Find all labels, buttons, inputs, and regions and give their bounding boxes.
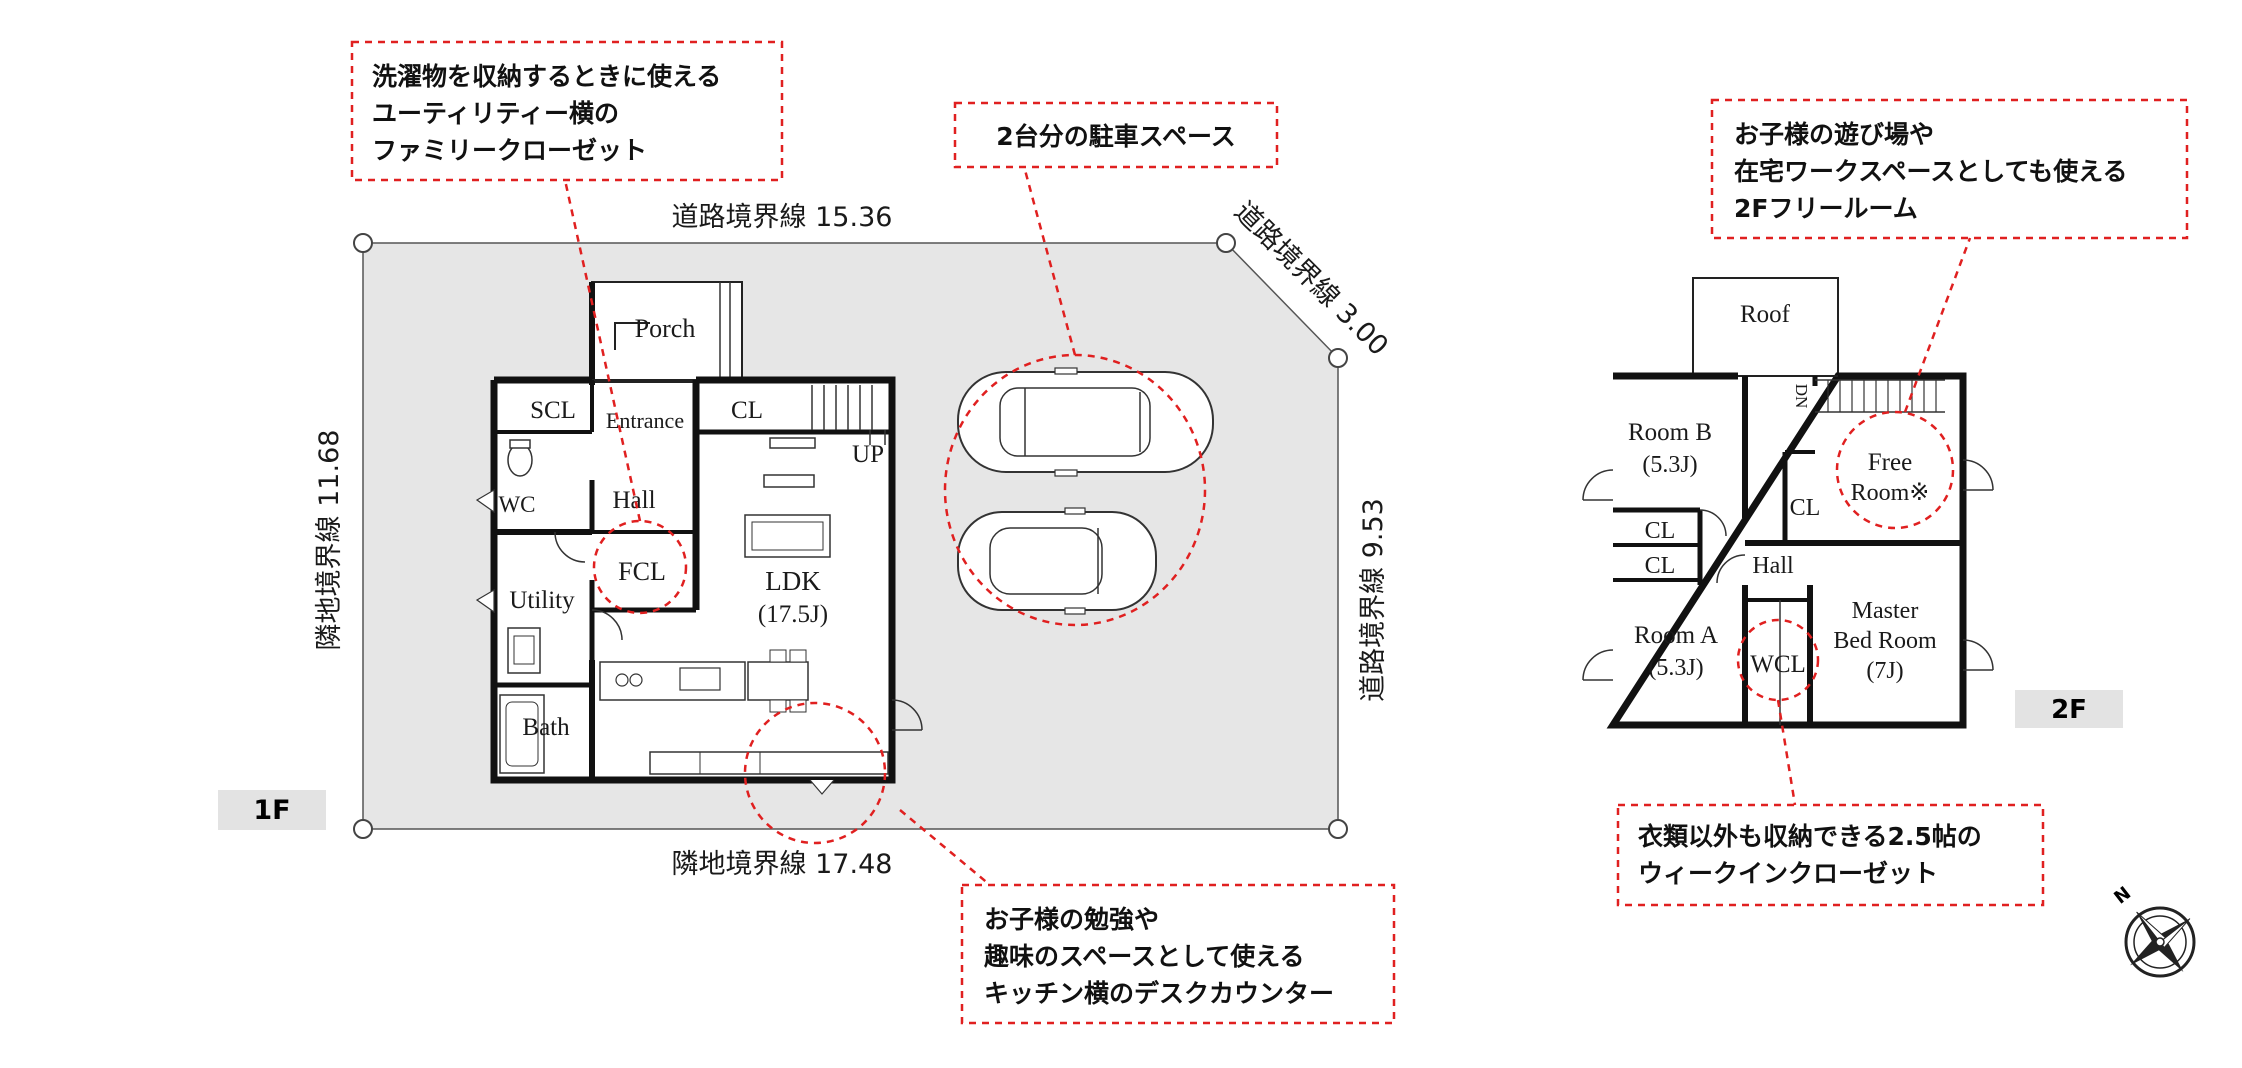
room-a-size: (5.3J) (1648, 655, 1703, 681)
callout-desk-line2: 趣味のスペースとして使える (983, 942, 1305, 971)
boundary-marker (353, 233, 373, 253)
callout-parking-line1: 2台分の駐車スペース (996, 122, 1235, 151)
compass-icon: N (2110, 883, 2196, 978)
callout-parking: 2台分の駐車スペース (953, 101, 1279, 169)
boundary-marker (1328, 819, 1348, 839)
boundary-marker (1216, 233, 1236, 253)
room-b: Room B (1628, 419, 1712, 446)
boundary-bottom-label: 隣地境界線 17.48 (672, 849, 893, 880)
boundary-top-label: 道路境界線 15.36 (672, 202, 893, 233)
room-ldk-size: (17.5J) (758, 601, 828, 628)
room-scl: SCL (530, 397, 576, 424)
room-cl-c: CL (1645, 553, 1676, 579)
desk-highlight-circle (743, 701, 887, 845)
callout-family-closet: 洗濯物を収納するときに使える ユーティリティー横の ファミリークローゼット (350, 40, 784, 182)
room-entrance: Entrance (606, 408, 684, 433)
floor-badge-1f-bg (218, 790, 326, 830)
stairs-2f (1815, 379, 1945, 413)
callout-free-room-line3: 2Fフリールーム (1734, 194, 1918, 223)
house-1f: Porch SCL Entrance CL UP WC Hall FCL Uti… (475, 281, 923, 795)
room-b-size: (5.3J) (1642, 452, 1697, 478)
callout-desk-line1: お子様の勉強や (984, 905, 1159, 934)
callout-wcl-line1: 衣類以外も収納できる2.5帖の (1638, 822, 1982, 851)
room-porch: Porch (635, 314, 696, 343)
stairs-1f (811, 385, 886, 445)
wcl-highlight-circle (1736, 618, 1820, 702)
room-roof: Roof (1740, 301, 1791, 328)
callout-desk-line3: キッチン横のデスクカウンター (984, 979, 1334, 1008)
room-a: Room A (1634, 622, 1718, 649)
car-icon (957, 507, 1157, 615)
room-bath: Bath (522, 714, 570, 741)
room-cl-b: CL (1645, 518, 1676, 544)
boundary-marker (1328, 348, 1348, 368)
room-hall-2f: Hall (1752, 553, 1794, 579)
compass-north-label: N (2110, 883, 2135, 909)
free-room-highlight-circle (1835, 410, 1955, 530)
floor-badge-2f: 2F (2051, 695, 2087, 725)
floor-badge-2f-bg (2015, 690, 2123, 728)
boundary-right-label: 道路境界線 9.53 (1358, 498, 1389, 702)
free-room-line2: Room※ (1851, 480, 1930, 506)
callout-walk-in-closet: 衣類以外も収納できる2.5帖の ウィークインクローゼット (1616, 803, 2045, 907)
callout-free-room: お子様の遊び場や 在宅ワークスペースとしても使える 2Fフリールーム (1710, 98, 2189, 240)
stairs-dn-label: DN (1792, 384, 1811, 409)
callout-markers (563, 169, 1972, 886)
boundary-left-label: 隣地境界線 11.68 (314, 430, 345, 651)
house-2f: Roof (1582, 277, 2123, 729)
room-fcl: FCL (618, 557, 666, 586)
stairs-up-label: UP (852, 441, 884, 468)
fcl-highlight-circle (592, 519, 688, 615)
room-cl-a: CL (1790, 495, 1821, 521)
floor-badge-1f: 1F (253, 795, 290, 826)
room-utility: Utility (509, 587, 575, 614)
master-line1: Master (1852, 598, 1919, 624)
callout-wcl-line2: ウィークインクローゼット (1638, 859, 1938, 888)
free-room-line1: Free (1868, 449, 1912, 476)
car-icon (957, 367, 1214, 477)
parked-cars (957, 367, 1214, 615)
callout-free-room-line2: 在宅ワークスペースとしても使える (1734, 157, 2128, 186)
room-ldk: LDK (765, 566, 821, 596)
room-cl-1f: CL (731, 397, 763, 424)
master-size: (7J) (1866, 658, 1903, 684)
callout-family-closet-line2: ユーティリティー横の (372, 99, 619, 128)
callout-family-closet-line1: 洗濯物を収納するときに使える (372, 62, 721, 91)
boundary-marker (353, 819, 373, 839)
callout-family-closet-line3: ファミリークローゼット (372, 136, 647, 165)
room-wc: WC (498, 492, 535, 517)
callout-desk-counter: お子様の勉強や 趣味のスペースとして使える キッチン横のデスクカウンター (960, 883, 1396, 1025)
callout-free-room-line1: お子様の遊び場や (1734, 120, 1934, 149)
room-wcl: WCL (1750, 651, 1806, 678)
master-line2: Bed Room (1833, 628, 1937, 654)
